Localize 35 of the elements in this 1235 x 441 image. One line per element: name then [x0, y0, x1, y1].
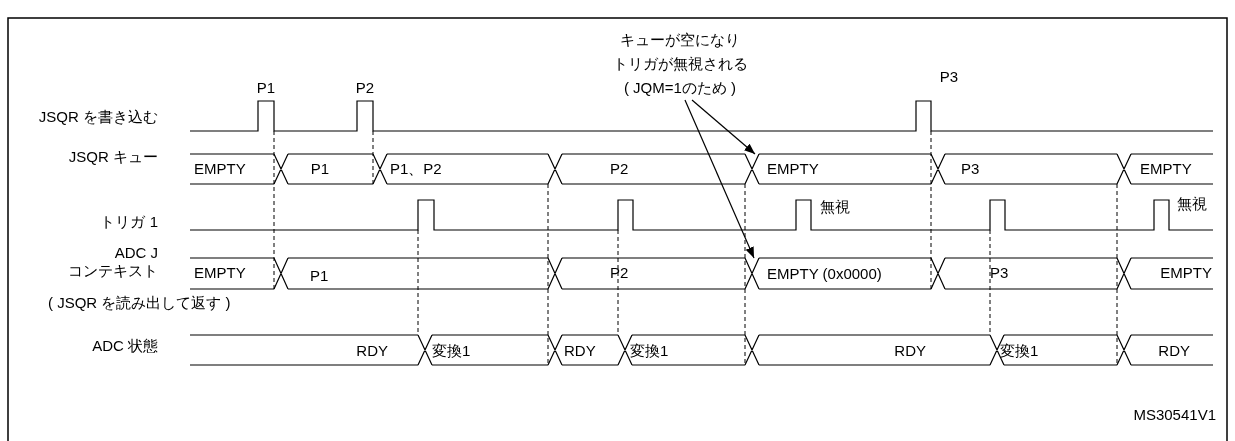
pulse-label: P3 — [939, 68, 959, 86]
callout-arrow — [691, 99, 756, 155]
signal-name: JSQR を書き込む — [38, 108, 158, 126]
bus-value: EMPTY — [194, 160, 246, 178]
bus-value: P2 — [610, 160, 629, 178]
signal-name: ADC J コンテキスト — [67, 244, 158, 280]
figure-id: MS30541V1 — [1133, 406, 1216, 424]
callout-arrow — [684, 99, 755, 259]
bus-value: RDY — [356, 342, 388, 360]
bus-value: EMPTY — [752, 154, 931, 184]
bus-value: RDY — [564, 342, 596, 360]
pulse-label: P2 — [355, 79, 375, 97]
bus-value: 変換1 — [1000, 342, 1039, 360]
ignored-note: 無視 — [820, 198, 850, 216]
bus-value: P2 — [610, 264, 629, 282]
bus-value: EMPTY — [194, 264, 246, 282]
bus-value: RDY — [1158, 342, 1190, 360]
bus-value: P1 — [310, 267, 329, 285]
bus-value: P1 — [310, 160, 330, 178]
bus-value: 変換1 — [432, 342, 471, 360]
pulse-label: P1 — [256, 79, 276, 97]
signal-name: JSQR キュー — [68, 148, 158, 166]
bus-value: EMPTY (0x0000) — [752, 258, 931, 289]
bus-value: P3 — [961, 160, 980, 178]
bus-value: EMPTY — [1140, 160, 1192, 178]
bus-value: 変換1 — [630, 342, 669, 360]
signal-name: トリガ 1 — [100, 213, 158, 231]
signal-name: ADC 状態 — [92, 337, 158, 355]
bus-value: P3 — [990, 264, 1009, 282]
bus-value: P1、P2 — [390, 160, 442, 178]
annotation-text: キューが空になりトリガが無視される( JQM=1のため ) — [600, 28, 760, 100]
bus-value: EMPTY — [1160, 264, 1212, 282]
signal-note: ( JSQR を読み出して返す ) — [48, 294, 231, 312]
ignored-note: 無視 — [1177, 195, 1207, 213]
bus-value: RDY — [894, 342, 926, 360]
